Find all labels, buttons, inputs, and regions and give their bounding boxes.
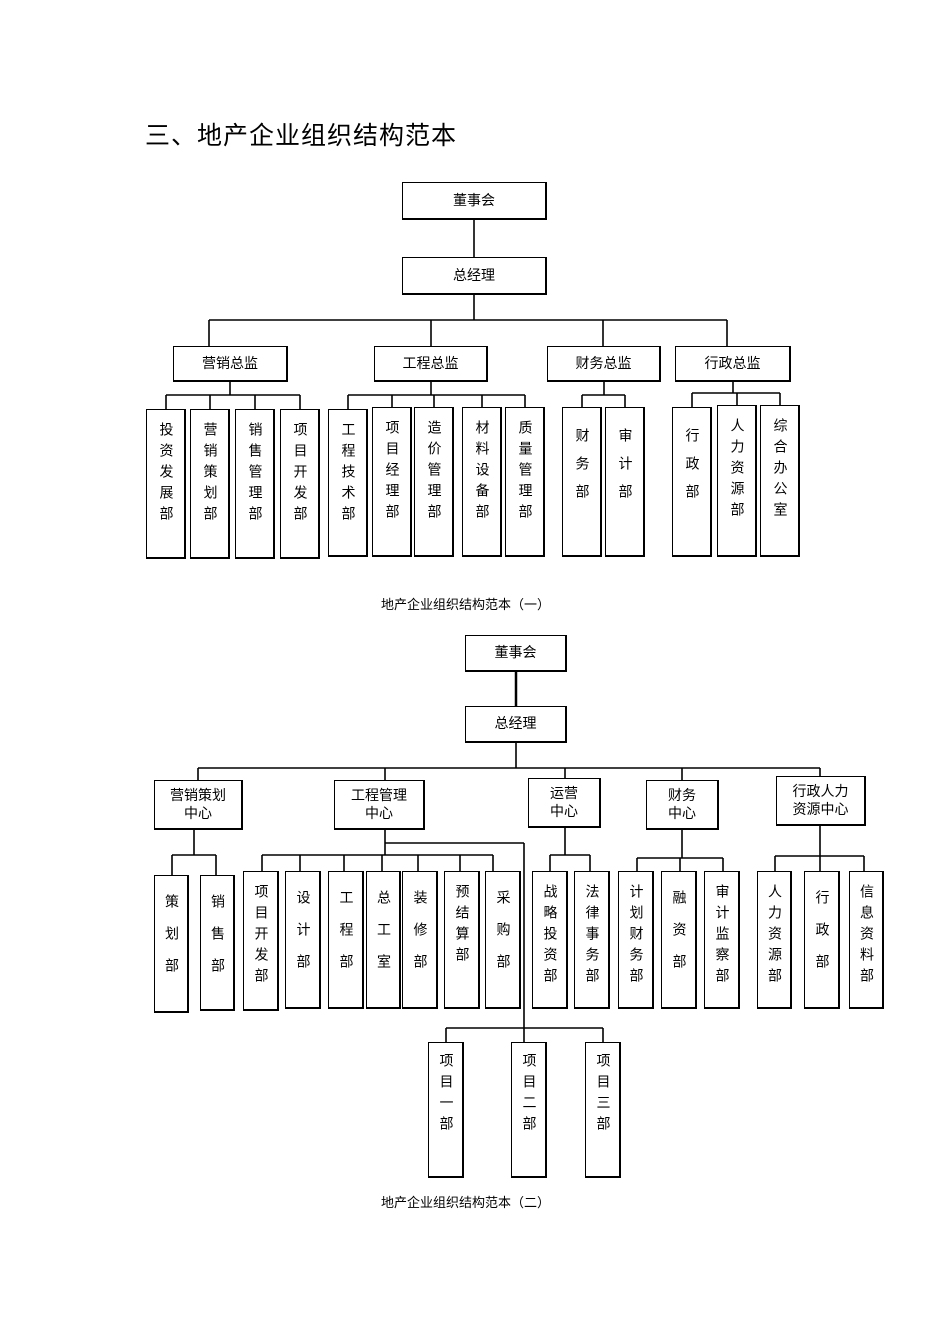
dept-box: 财务部	[562, 407, 602, 557]
dept-box: 项目开发部	[280, 409, 320, 559]
dept-box: 营销策划部	[190, 409, 230, 559]
chart1-caption: 地产企业组织结构范本（一）	[381, 598, 551, 613]
dept-box: 销售管理部	[235, 409, 275, 559]
finance-director-box: 财务总监	[547, 346, 661, 382]
dept-box: 材料设备部	[462, 407, 502, 557]
dept-box: 项目经理部	[372, 407, 412, 557]
dept-box: 装修部	[402, 871, 438, 1009]
dept-box: 预结算部	[444, 871, 480, 1009]
dept-box: 计划财务部	[618, 871, 654, 1009]
dept-box: 销售部	[200, 875, 235, 1011]
dept-box: 项目开发部	[243, 871, 279, 1011]
dept-box: 策划部	[154, 875, 189, 1013]
project-box: 项目二部	[511, 1042, 547, 1178]
center-box: 行政人力 资源中心	[776, 776, 866, 826]
dept-box: 信息资料部	[849, 871, 884, 1009]
dept-box: 人力资源部	[717, 405, 757, 557]
center-box: 财务 中心	[646, 780, 719, 830]
chart2-caption: 地产企业组织结构范本（二）	[381, 1196, 551, 1211]
dept-box: 造价管理部	[414, 407, 454, 557]
dept-box: 质量管理部	[505, 407, 545, 557]
dept-box: 总工室	[366, 871, 401, 1009]
center-box: 营销策划 中心	[154, 780, 243, 830]
dept-box: 战略投资部	[532, 871, 568, 1009]
admin-director-box: 行政总监	[675, 346, 791, 382]
dept-box: 人力资源部	[757, 871, 792, 1009]
center-box: 工程管理 中心	[334, 780, 425, 830]
board-box: 董事会	[465, 635, 567, 672]
dept-box: 设计部	[285, 871, 321, 1009]
dept-box: 行政部	[804, 871, 840, 1009]
center-box: 运营 中心	[528, 778, 601, 828]
general-manager-box: 总经理	[402, 257, 547, 295]
dept-box: 审计监察部	[704, 871, 740, 1009]
marketing-director-box: 营销总监	[173, 346, 288, 382]
dept-box: 工程技术部	[328, 409, 368, 557]
board-box: 董事会	[402, 182, 547, 220]
dept-box: 审计部	[605, 407, 645, 557]
dept-box: 行政部	[672, 407, 712, 557]
engineering-director-box: 工程总监	[374, 346, 488, 382]
dept-box: 投资发展部	[146, 409, 186, 559]
dept-box: 综合办公室	[760, 405, 800, 557]
project-box: 项目三部	[585, 1042, 621, 1178]
project-box: 项目一部	[428, 1042, 464, 1178]
page-heading: 三、地产企业组织结构范本	[145, 121, 458, 150]
dept-box: 采购部	[485, 871, 521, 1009]
dept-box: 融资部	[661, 871, 697, 1009]
general-manager-box: 总经理	[465, 706, 567, 743]
dept-box: 工程部	[328, 871, 364, 1009]
dept-box: 法律事务部	[574, 871, 610, 1009]
